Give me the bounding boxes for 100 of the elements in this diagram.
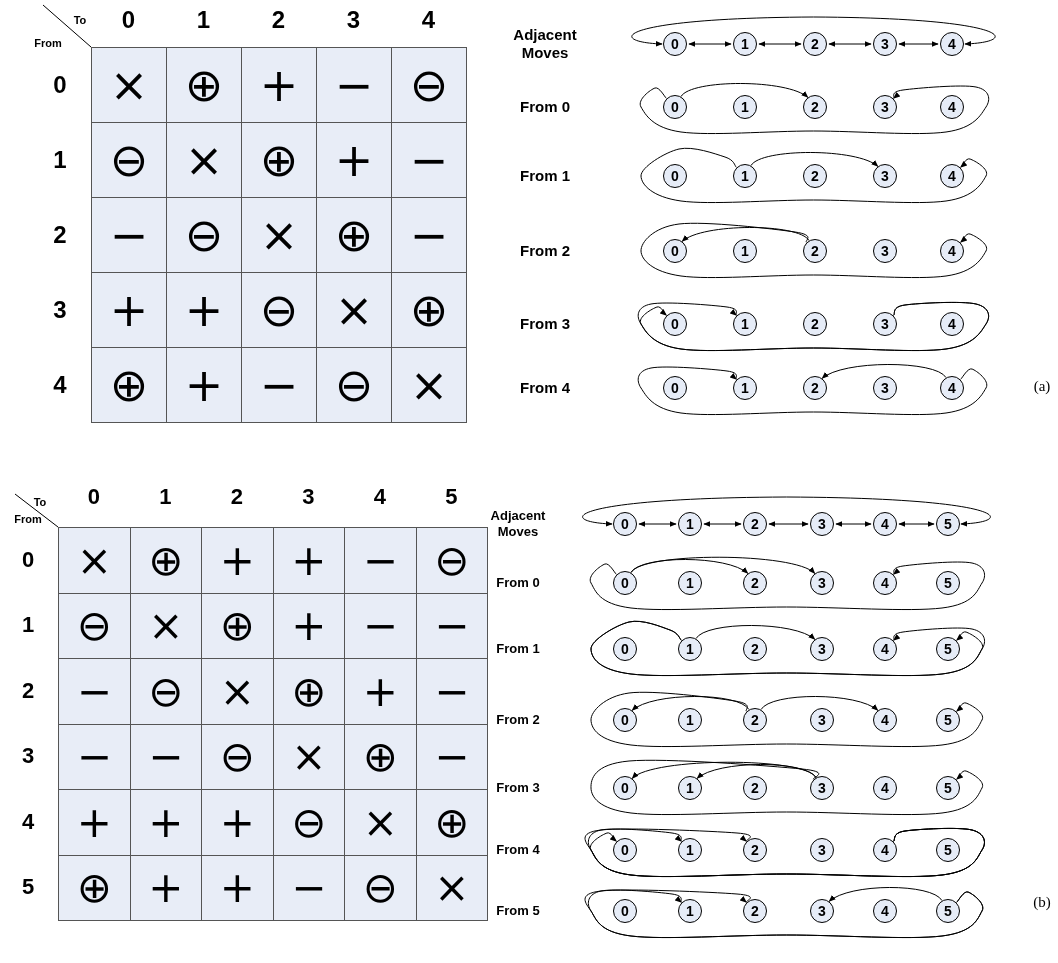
column-header: 3 — [302, 484, 315, 510]
state-circle: 0 — [613, 838, 637, 862]
table-cell: ⊕ — [166, 47, 242, 123]
row-header: 1 — [53, 145, 67, 174]
arrow — [590, 691, 984, 748]
table-cell: − — [58, 723, 131, 790]
state-circle: 5 — [936, 838, 960, 862]
arrow — [688, 41, 732, 47]
column-header: 1 — [196, 6, 211, 34]
state-circle: 4 — [873, 708, 897, 732]
arrow — [640, 147, 988, 204]
state-circle: 3 — [873, 95, 897, 119]
column-header: 2 — [271, 6, 286, 34]
state-circle: 1 — [678, 571, 702, 595]
state-circle: 2 — [803, 239, 827, 263]
state-circle: 2 — [743, 838, 767, 862]
state-circle: 1 — [678, 899, 702, 923]
arrow — [638, 521, 677, 527]
state-circle: 3 — [810, 571, 834, 595]
state-circle: 2 — [803, 32, 827, 56]
row-header: 5 — [21, 874, 35, 901]
arrow — [631, 16, 996, 47]
panel-label: (a) — [1033, 377, 1051, 395]
arrow — [750, 152, 879, 167]
row-header: 3 — [53, 295, 67, 324]
panel-label: (b) — [1033, 893, 1051, 911]
arrow — [703, 521, 742, 527]
row-label: From 4 — [495, 842, 541, 858]
row-label: From 3 — [519, 315, 571, 333]
arrow — [640, 222, 988, 279]
table-cell: − — [241, 347, 317, 423]
table-cell: ⊕ — [129, 527, 202, 594]
table-cell: + — [129, 854, 202, 921]
arrow — [821, 364, 947, 379]
column-header: 1 — [159, 484, 172, 510]
table-cell: + — [316, 122, 392, 198]
axis-label: From — [34, 37, 62, 49]
state-circle: 4 — [873, 899, 897, 923]
row-label: From 5 — [495, 903, 541, 919]
state-circle: 0 — [613, 571, 637, 595]
table-cell: ⊖ — [272, 789, 345, 856]
state-circle: 1 — [678, 637, 702, 661]
arrow — [696, 764, 817, 779]
state-circle: 3 — [873, 312, 897, 336]
column-header: 4 — [373, 484, 386, 510]
arrow — [680, 83, 809, 98]
state-circle: 2 — [743, 776, 767, 800]
row-label: Adjacent Moves — [489, 508, 547, 540]
state-circle: 1 — [733, 312, 757, 336]
state-circle: 1 — [678, 708, 702, 732]
state-circle: 4 — [940, 164, 964, 188]
table-cell: ⊕ — [272, 658, 345, 725]
state-circle: 2 — [743, 512, 767, 536]
table-cell: ⊕ — [91, 347, 167, 423]
table-cell: + — [129, 789, 202, 856]
table-cell: − — [415, 658, 488, 725]
table-cell: − — [58, 658, 131, 725]
row-label: Adjacent Moves — [512, 26, 578, 62]
arrow — [828, 41, 872, 47]
table-cell: + — [166, 347, 242, 423]
state-circle: 4 — [873, 512, 897, 536]
state-circle: 5 — [936, 512, 960, 536]
table-cell: − — [344, 592, 417, 659]
axis-label: To — [33, 496, 47, 508]
arrow — [760, 696, 879, 711]
row-header: 4 — [53, 370, 67, 399]
column-header: 3 — [346, 6, 361, 34]
arrow — [630, 556, 816, 574]
table-cell: ⊖ — [129, 658, 202, 725]
arrow — [898, 41, 939, 47]
table-cell: ⊖ — [91, 122, 167, 198]
table-cell: × — [58, 527, 131, 594]
arrow — [758, 41, 802, 47]
row-label: From 0 — [519, 98, 571, 116]
column-header: 0 — [121, 6, 136, 34]
row-label: From 3 — [495, 780, 541, 796]
table-cell: × — [241, 197, 317, 273]
row-header: 0 — [53, 70, 67, 99]
table-cell: × — [166, 122, 242, 198]
row-header: 4 — [21, 808, 35, 835]
row-header: 0 — [21, 546, 35, 573]
state-circle: 3 — [873, 164, 897, 188]
state-circle: 0 — [663, 312, 687, 336]
table-cell: ⊕ — [391, 272, 467, 348]
table-cell: ⊖ — [316, 347, 392, 423]
table-cell: + — [166, 272, 242, 348]
arrow — [637, 366, 988, 416]
state-circle: 0 — [663, 376, 687, 400]
row-label: From 1 — [519, 167, 571, 185]
arrow — [630, 559, 749, 574]
table-cell: ⊕ — [316, 197, 392, 273]
table-cell: − — [391, 122, 467, 198]
column-header: 2 — [230, 484, 243, 510]
arrow — [835, 521, 872, 527]
state-circle: 1 — [733, 32, 757, 56]
table-cell: + — [58, 789, 131, 856]
column-header: 5 — [445, 484, 458, 510]
arrow — [589, 561, 986, 611]
table-cell: + — [272, 527, 345, 594]
state-circle: 4 — [940, 312, 964, 336]
